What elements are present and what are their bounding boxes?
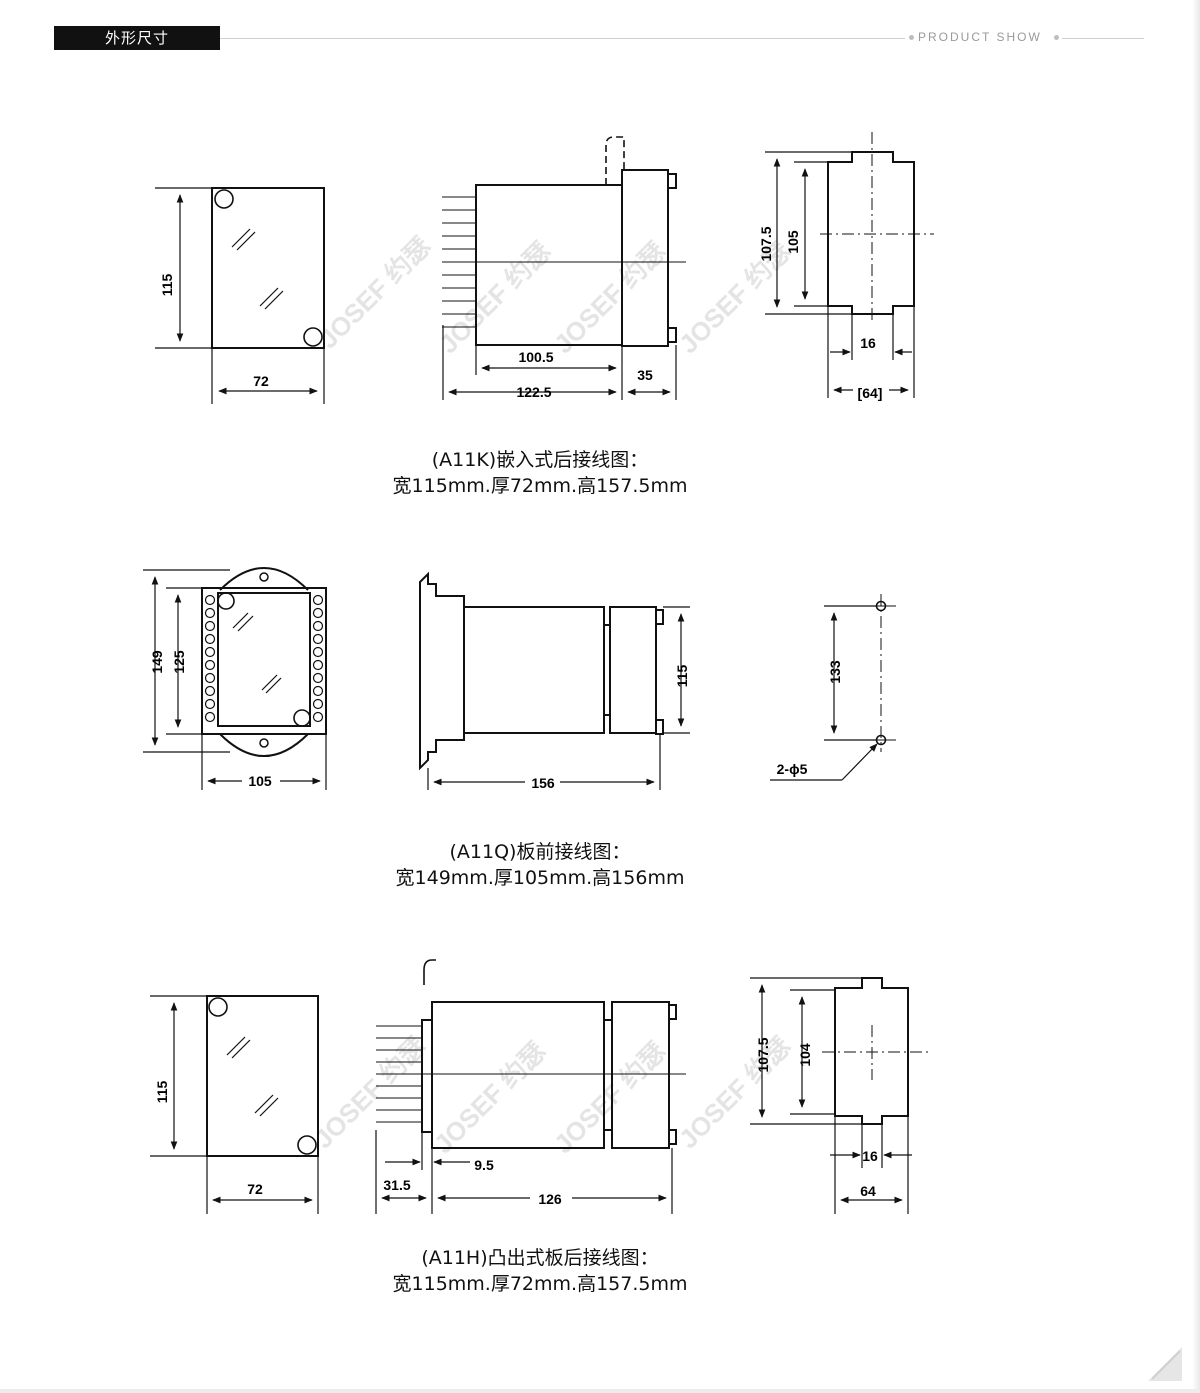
a11q-front-width-label: 105 — [248, 773, 272, 789]
watermark-1: JOSEF 约瑟 — [313, 231, 436, 354]
a11q-mounting-view — [770, 594, 896, 781]
a11q-front-outer-height-label: 149 — [149, 650, 165, 674]
a11k-caption-dimensions: 宽115mm.厚72mm.高157.5mm — [392, 475, 688, 497]
a11k-cutout-width-label: [64] — [858, 385, 883, 401]
section-title-tag: 外形尺寸 — [54, 26, 220, 50]
a11q-caption-title: (A11Q)板前接线图： — [449, 841, 631, 863]
a11q-terminal-columns — [204, 594, 324, 723]
a11h-cutout-width-label: 64 — [860, 1183, 876, 1199]
a11k-cutout-notch-label: 16 — [860, 335, 876, 351]
watermark-6: JOSEF 约瑟 — [428, 1036, 551, 1159]
a11h-caption: (A11H)凸出式板后接线图： 宽115mm.厚72mm.高157.5mm — [340, 1245, 740, 1297]
a11k-cutout-inner-height-label: 105 — [785, 230, 801, 254]
a11k-caption-title: (A11K)嵌入式后接线图： — [431, 449, 649, 471]
a11k-panel-cutout-view — [765, 132, 934, 398]
watermark-2: JOSEF 约瑟 — [433, 236, 556, 359]
page-right-shadow — [1192, 0, 1200, 1393]
header-divider-left — [220, 38, 905, 39]
a11h-cutout-inner-height-label: 104 — [797, 1043, 813, 1067]
a11k-front-view — [155, 187, 325, 404]
watermark-4: JOSEF 约瑟 — [673, 236, 796, 359]
a11h-side-offset-front-label: 31.5 — [383, 1177, 410, 1193]
a11h-caption-dimensions: 宽115mm.厚72mm.高157.5mm — [392, 1273, 688, 1295]
a11q-mount-spacing-label: 133 — [827, 660, 843, 684]
a11k-side-view — [442, 136, 686, 400]
a11h-panel-cutout-view — [750, 977, 928, 1214]
a11q-side-height-label: 115 — [674, 664, 690, 687]
watermark-5: JOSEF 约瑟 — [308, 1031, 431, 1154]
a11q-side-view — [419, 571, 690, 790]
a11q-caption: (A11Q)板前接线图： 宽149mm.厚105mm.高156mm — [340, 839, 740, 891]
a11q-caption-dimensions: 宽149mm.厚105mm.高156mm — [395, 867, 685, 889]
watermark-3: JOSEF 约瑟 — [548, 236, 671, 359]
a11k-cutout-outer-height-label: 107.5 — [758, 226, 774, 261]
a11k-front-width-label: 72 — [253, 373, 269, 389]
a11h-cutout-notch-label: 16 — [862, 1148, 878, 1164]
a11h-caption-title: (A11H)凸出式板后接线图： — [421, 1247, 659, 1269]
a11k-front-height-label: 115 — [159, 273, 175, 296]
a11k-side-panel-thickness-label: 35 — [637, 367, 653, 383]
a11h-side-total-length-label: 126 — [538, 1191, 562, 1207]
watermark-8: JOSEF 约瑟 — [673, 1031, 796, 1154]
page-curl-icon — [1148, 1347, 1182, 1381]
a11h-front-view — [150, 995, 319, 1214]
section-title: 外形尺寸 — [104, 29, 169, 47]
a11q-front-inner-height-label: 125 — [171, 650, 187, 674]
header-dot-right — [1054, 35, 1059, 40]
a11k-side-body-length-label: 100.5 — [518, 349, 553, 365]
watermark-group: JOSEF 约瑟 JOSEF 约瑟 JOSEF 约瑟 JOSEF 约瑟 JOSE… — [308, 231, 796, 1159]
a11h-side-offset-small-label: 9.5 — [474, 1157, 494, 1173]
a11q-side-length-label: 156 — [531, 775, 555, 791]
a11q-mount-holes-label: 2-ϕ5 — [777, 761, 808, 777]
a11k-caption: (A11K)嵌入式后接线图： 宽115mm.厚72mm.高157.5mm — [340, 447, 740, 499]
a11h-side-view — [375, 959, 686, 1214]
a11h-front-height-label: 115 — [154, 1080, 170, 1103]
section-subtitle: PRODUCT SHOW — [918, 30, 1042, 44]
a11k-side-total-length-label: 122.5 — [516, 384, 551, 400]
page-bottom-edge — [0, 1389, 1200, 1393]
a11h-cutout-outer-height-label: 107.5 — [755, 1037, 771, 1072]
a11h-front-width-label: 72 — [247, 1181, 263, 1197]
a11q-front-view — [143, 567, 327, 790]
header-divider-right — [1062, 38, 1144, 39]
watermark-7: JOSEF 约瑟 — [548, 1036, 671, 1159]
header-dot-left — [909, 35, 914, 40]
